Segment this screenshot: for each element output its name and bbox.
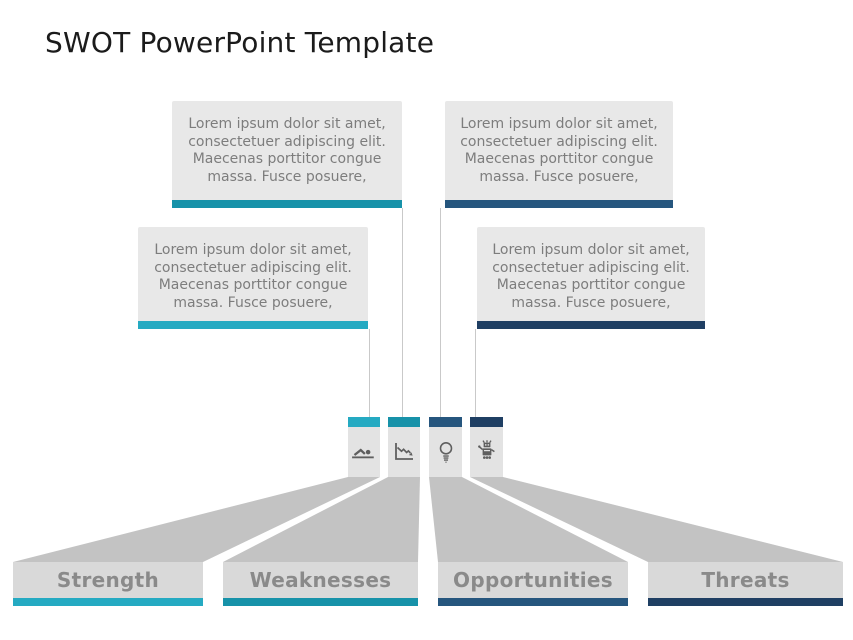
label-bar-threats: Threats <box>648 562 843 606</box>
funnel-threats <box>470 477 843 562</box>
note-accent-bar-blue <box>445 200 673 208</box>
connector-line-weaknesses <box>402 208 403 417</box>
note-box-opportunities: Lorem ipsum dolor sit amet, consectetuer… <box>445 101 673 208</box>
connector-line-threats <box>475 329 476 417</box>
swimmer-icon <box>352 448 374 459</box>
label-bar-strength: Strength <box>13 562 203 606</box>
icon-box-weaknesses <box>388 417 420 477</box>
icon-box-strength <box>348 417 380 477</box>
declining-chart-icon <box>395 443 413 460</box>
label-text: Opportunities <box>438 562 628 598</box>
note-text: Lorem ipsum dolor sit amet, consectetuer… <box>460 116 658 185</box>
label-accent-teal-dark <box>223 598 418 606</box>
icon-box-opportunities <box>429 417 462 477</box>
note-text: Lorem ipsum dolor sit amet, consectetuer… <box>188 116 386 185</box>
note-accent-bar-navy <box>477 321 705 329</box>
note-box-weaknesses: Lorem ipsum dolor sit amet, consectetuer… <box>172 101 402 208</box>
icon-box-bar-navy <box>470 417 503 427</box>
note-accent-bar-teal-light <box>138 321 368 329</box>
connector-line-strength <box>369 329 370 417</box>
label-accent-blue <box>438 598 628 606</box>
icon-box-bar-teal-light <box>348 417 380 427</box>
note-accent-bar-teal-dark <box>172 200 402 208</box>
label-text: Threats <box>648 562 843 598</box>
funnel-opportunities <box>429 477 628 562</box>
label-accent-teal-light <box>13 598 203 606</box>
robot-icon <box>477 440 495 459</box>
label-text: Strength <box>13 562 203 598</box>
funnel-strength <box>13 477 380 562</box>
label-bar-weaknesses: Weaknesses <box>223 562 418 606</box>
funnel-weaknesses <box>223 477 420 562</box>
lightbulb-icon <box>439 442 452 463</box>
page-title: SWOT PowerPoint Template <box>45 26 435 59</box>
icon-box-threats <box>470 417 503 477</box>
note-box-strength: Lorem ipsum dolor sit amet, consectetuer… <box>138 227 368 329</box>
connector-line-opportunities <box>440 208 441 417</box>
icon-box-bar-teal-dark <box>388 417 420 427</box>
label-accent-navy <box>648 598 843 606</box>
label-text: Weaknesses <box>223 562 418 598</box>
note-text: Lorem ipsum dolor sit amet, consectetuer… <box>492 242 690 311</box>
note-box-threats: Lorem ipsum dolor sit amet, consectetuer… <box>477 227 705 329</box>
icon-box-bar-blue <box>429 417 462 427</box>
note-text: Lorem ipsum dolor sit amet, consectetuer… <box>154 242 352 311</box>
label-bar-opportunities: Opportunities <box>438 562 628 606</box>
